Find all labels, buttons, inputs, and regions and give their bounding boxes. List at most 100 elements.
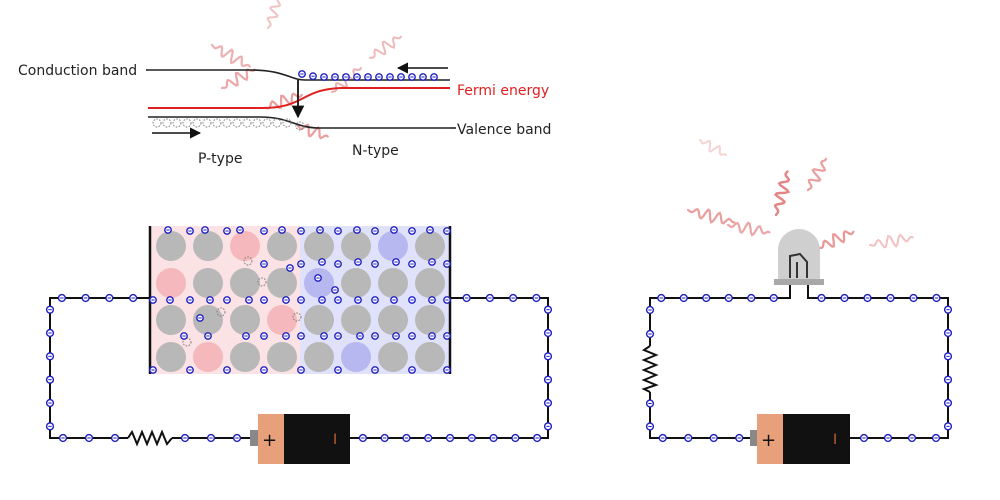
electron-icon xyxy=(245,296,253,304)
electron-icon xyxy=(45,398,55,408)
atom xyxy=(304,268,334,298)
electron-icon xyxy=(658,433,667,443)
fermi-energy-label: Fermi energy xyxy=(457,83,549,99)
electron-icon xyxy=(543,305,553,314)
electron-icon xyxy=(186,366,194,374)
electron-icon xyxy=(408,260,416,268)
hole-icon xyxy=(243,256,253,266)
electron-icon xyxy=(196,314,204,322)
electron-icon xyxy=(316,226,324,234)
hole-icon xyxy=(192,118,202,128)
led xyxy=(774,229,824,285)
electron-icon xyxy=(747,293,756,303)
electron-icon xyxy=(909,293,918,303)
electron-icon xyxy=(223,227,231,235)
electron-icon xyxy=(354,258,362,266)
electron-icon xyxy=(242,332,250,340)
electron-icon xyxy=(408,73,416,81)
electron-icon xyxy=(201,226,209,234)
electron-icon xyxy=(236,226,244,234)
led-photons xyxy=(686,139,914,250)
electron-icon xyxy=(260,296,268,304)
electron-icon xyxy=(223,296,231,304)
electron-icon xyxy=(443,332,451,340)
electron-icon xyxy=(232,433,242,443)
electron-icon xyxy=(645,329,655,339)
photon-wave-icon xyxy=(369,35,402,59)
junction-electrons xyxy=(149,226,451,374)
atom xyxy=(415,342,445,372)
valence-band-holes xyxy=(152,118,305,131)
electron-icon xyxy=(278,226,286,234)
electron-icon xyxy=(371,260,379,268)
electron-icon xyxy=(354,296,362,304)
electron-icon xyxy=(443,366,451,374)
electron-icon xyxy=(297,260,305,268)
electron-icon xyxy=(180,332,188,340)
electron-icon xyxy=(931,433,941,443)
atom xyxy=(156,231,186,261)
electron-icon xyxy=(297,366,305,374)
battery: + I xyxy=(750,414,850,464)
electron-icon xyxy=(390,296,398,304)
battery-minus-sign: I xyxy=(833,432,837,448)
electron-icon xyxy=(298,70,306,78)
electron-icon xyxy=(380,433,389,443)
electron-icon xyxy=(684,433,693,443)
electron-icon xyxy=(297,332,305,340)
hole-icon xyxy=(295,121,305,131)
photon-wave-icon xyxy=(686,207,736,225)
electron-icon xyxy=(943,305,953,314)
photon-wave-icon xyxy=(210,43,251,68)
electron-icon xyxy=(386,73,394,81)
atom xyxy=(304,342,334,372)
electron-icon xyxy=(943,398,953,408)
electron-icon xyxy=(443,296,451,304)
electron-icon xyxy=(817,293,826,303)
hole-icon xyxy=(242,118,252,128)
n-type-label: N-type xyxy=(352,143,399,159)
electron-icon xyxy=(334,260,342,268)
led-resistor xyxy=(641,345,659,393)
electron-icon xyxy=(331,73,339,81)
atom xyxy=(267,305,297,335)
electron-icon xyxy=(204,332,212,340)
electron-icon xyxy=(57,293,66,303)
electron-icon xyxy=(45,352,55,361)
battery-positive-cap xyxy=(757,414,783,464)
atom xyxy=(415,231,445,261)
photon-wave-icon xyxy=(726,221,771,237)
atom xyxy=(230,305,260,335)
electron-icon xyxy=(45,422,55,431)
conduction-band-electrons xyxy=(298,70,438,81)
electron-icon xyxy=(943,328,953,338)
led-base xyxy=(774,279,824,285)
electron-icon xyxy=(45,328,55,338)
electron-icon xyxy=(334,332,342,340)
atom xyxy=(230,231,260,261)
electron-icon xyxy=(943,352,953,361)
atom xyxy=(267,268,297,298)
electron-icon xyxy=(364,73,372,81)
atom xyxy=(267,231,297,261)
electron-icon xyxy=(533,433,542,443)
electron-icon xyxy=(428,332,436,340)
lattice-atoms xyxy=(156,231,445,372)
electron-icon xyxy=(428,296,436,304)
photon-wave-icon xyxy=(773,170,791,217)
electron-icon xyxy=(840,293,849,303)
electron-icon xyxy=(286,264,294,272)
atom xyxy=(267,342,297,372)
p-type-label: P-type xyxy=(198,151,242,167)
atom xyxy=(378,268,408,298)
electron-icon xyxy=(907,433,917,443)
electron-icon xyxy=(657,293,666,303)
photon-wave-icon xyxy=(869,233,914,249)
energy-band-diagram: Conduction band Fermi energy Valence ban… xyxy=(18,0,551,167)
electron-icon xyxy=(318,258,326,266)
hole-icon xyxy=(216,307,226,317)
electron-icon xyxy=(509,293,518,303)
atom xyxy=(378,231,408,261)
atom xyxy=(341,305,371,335)
